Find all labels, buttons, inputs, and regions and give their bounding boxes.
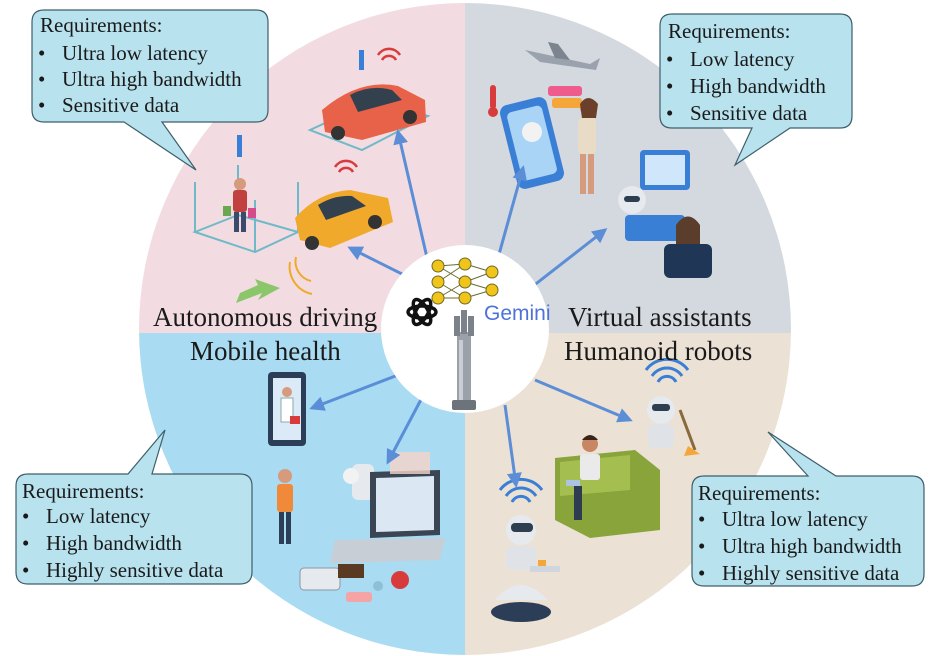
arrow-to-car-yellow	[347, 246, 411, 280]
callout-bullet: •	[698, 561, 705, 585]
callout-title: Requirements:	[698, 481, 820, 505]
arrow-to-desk-robot	[527, 228, 608, 292]
callout-item: Low latency	[690, 47, 795, 71]
desk-robot-icon	[618, 150, 712, 278]
center-hub: Gemini	[381, 245, 551, 413]
arrow-to-service-robot	[503, 404, 522, 488]
callout-virtual-assistants: Requirements: • Low latency • High bandw…	[659, 13, 853, 167]
callout-item: Ultra high bandwidth	[722, 534, 902, 558]
arrow-to-tablet-doctor	[309, 373, 399, 411]
callout-item: High bandwidth	[46, 531, 182, 555]
gemini-logo: Gemini	[484, 302, 551, 325]
airplane-icon	[525, 42, 600, 70]
callout-title: Requirements:	[40, 13, 162, 37]
neural-network-icon	[431, 257, 499, 305]
wifi-icon	[498, 357, 690, 503]
callout-bullet: •	[38, 93, 45, 117]
callout-bullet: •	[22, 558, 29, 582]
callout-bullet: •	[22, 504, 29, 528]
thermometer-icon	[488, 85, 498, 117]
doctor-icon	[277, 469, 293, 544]
arrow-to-laptop	[386, 391, 427, 465]
callout-item: Ultra high bandwidth	[62, 67, 242, 91]
car-icon	[288, 190, 393, 295]
label-autonomous-driving: Autonomous driving	[153, 302, 377, 332]
sofa-person-icon	[555, 435, 660, 538]
callout-bullet: •	[666, 74, 673, 98]
callout-item: High bandwidth	[690, 74, 826, 98]
laptop-icon	[330, 452, 445, 563]
woman-icon	[578, 98, 598, 194]
callout-bullet: •	[38, 41, 45, 65]
callout-humanoid-robots: Requirements: • Ultra low latency • Ultr…	[691, 431, 925, 587]
callout-item: Sensitive data	[62, 93, 180, 117]
car-icon	[307, 50, 431, 152]
callout-bullet: •	[22, 531, 29, 555]
label-virtual-assistants: Virtual assistants	[568, 302, 752, 332]
arrow-to-cleaning-robot	[534, 378, 633, 423]
callout-item: Highly sensitive data	[46, 558, 224, 582]
direction-arrow-icon	[236, 279, 280, 303]
callout-item: Highly sensitive data	[722, 561, 900, 585]
callout-bullet: •	[698, 507, 705, 531]
callout-item: Ultra low latency	[722, 507, 868, 531]
callout-mobile-health: Requirements: • Low latency • High bandw…	[15, 429, 253, 585]
callout-title: Requirements:	[668, 19, 790, 43]
callout-bullet: •	[666, 101, 673, 125]
wifi-icon	[333, 47, 402, 173]
arrow-group	[309, 129, 633, 488]
callout-bullet: •	[38, 67, 45, 91]
callout-item: Ultra low latency	[62, 41, 208, 65]
service-robot-icon	[491, 515, 560, 622]
callout-bullet: •	[666, 47, 673, 71]
medical-devices-icon	[299, 564, 409, 602]
cell-tower-icon	[452, 310, 476, 410]
callout-item: Sensitive data	[690, 101, 808, 125]
label-mobile-health: Mobile health	[190, 336, 341, 366]
tablet-doctor-icon	[268, 372, 306, 446]
callout-autonomous-driving: Requirements: • Ultra low latency • Ultr…	[31, 9, 269, 171]
callout-bullet: •	[698, 534, 705, 558]
openai-logo-icon	[406, 297, 438, 327]
arrow-to-car-top	[393, 129, 430, 263]
callout-item: Low latency	[46, 504, 151, 528]
callout-title: Requirements:	[22, 479, 144, 503]
cleaning-robot-icon	[647, 396, 700, 456]
arrow-to-phone-robot	[496, 165, 528, 259]
pedestrian-icon	[192, 135, 301, 254]
label-humanoid-robots: Humanoid robots	[564, 336, 752, 366]
